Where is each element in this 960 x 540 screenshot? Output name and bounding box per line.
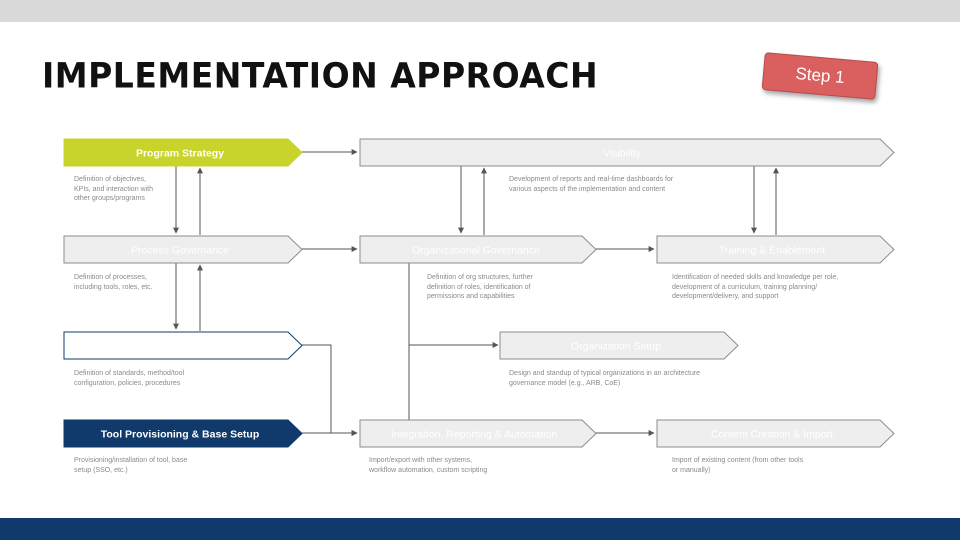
tool-provisioning-label: Tool Provisioning & Base Setup [101,429,260,441]
organization-setup-description: Design and standup of typical organizati… [509,370,701,387]
organizational-governance-description: Definition of org structures, further de… [427,274,533,300]
visibility-label: Visibility [603,148,641,160]
shape-content-creation: Content Creation & Import [656,419,895,448]
page-title: IMPLEMENTATION APPROACH [42,55,599,96]
integration-reporting-description: Import/export with other systems, workfl… [369,457,488,474]
process-governance-label: Process Governance [131,245,229,257]
shape-integration-reporting: Integration, Reporting & Automation [359,419,597,448]
integration-reporting-label: Integration, Reporting & Automation [391,429,558,441]
top-band [0,0,960,22]
shape-tool-provisioning: Tool Provisioning & Base Setup [63,419,303,448]
shape-training-enablement: Training & Enablement [656,235,895,264]
program-strategy-description: Definition of objectives, KPIs, and inte… [74,176,153,202]
connector-technical-to-integration [302,344,358,436]
shape-visibility: Visibility [359,138,895,167]
training-enablement-label: Training & Enablement [719,245,826,257]
bottom-band [0,518,960,540]
visibility-description: Development of reports and real-time das… [509,176,674,193]
organization-setup-label: Organization Setup [571,341,661,353]
tool-provisioning-description: Provisioning/installation of tool, base … [74,457,188,474]
technical-governance-label: Technical Governance [128,341,232,353]
training-enablement-description: Identification of needed skills and know… [672,274,839,300]
shape-technical-governance: Technical Governance [63,331,303,360]
organizational-governance-label: Organizational Governance [412,245,540,257]
technical-governance-description: Definition of standards, method/tool con… [74,370,185,387]
content-creation-description: Import of existing content (from other t… [672,457,804,474]
program-strategy-label: Program Strategy [136,148,224,160]
shape-organization-setup: Organization Setup [499,331,739,360]
process-governance-description: Definition of processes, including tools… [74,274,153,291]
connectors [173,149,779,436]
shape-organizational-governance: Organizational Governance [359,235,597,264]
shape-process-governance: Process Governance [63,235,303,264]
shape-program-strategy: Program Strategy [63,138,303,167]
content-creation-label: Content Creation & Import [711,429,833,441]
